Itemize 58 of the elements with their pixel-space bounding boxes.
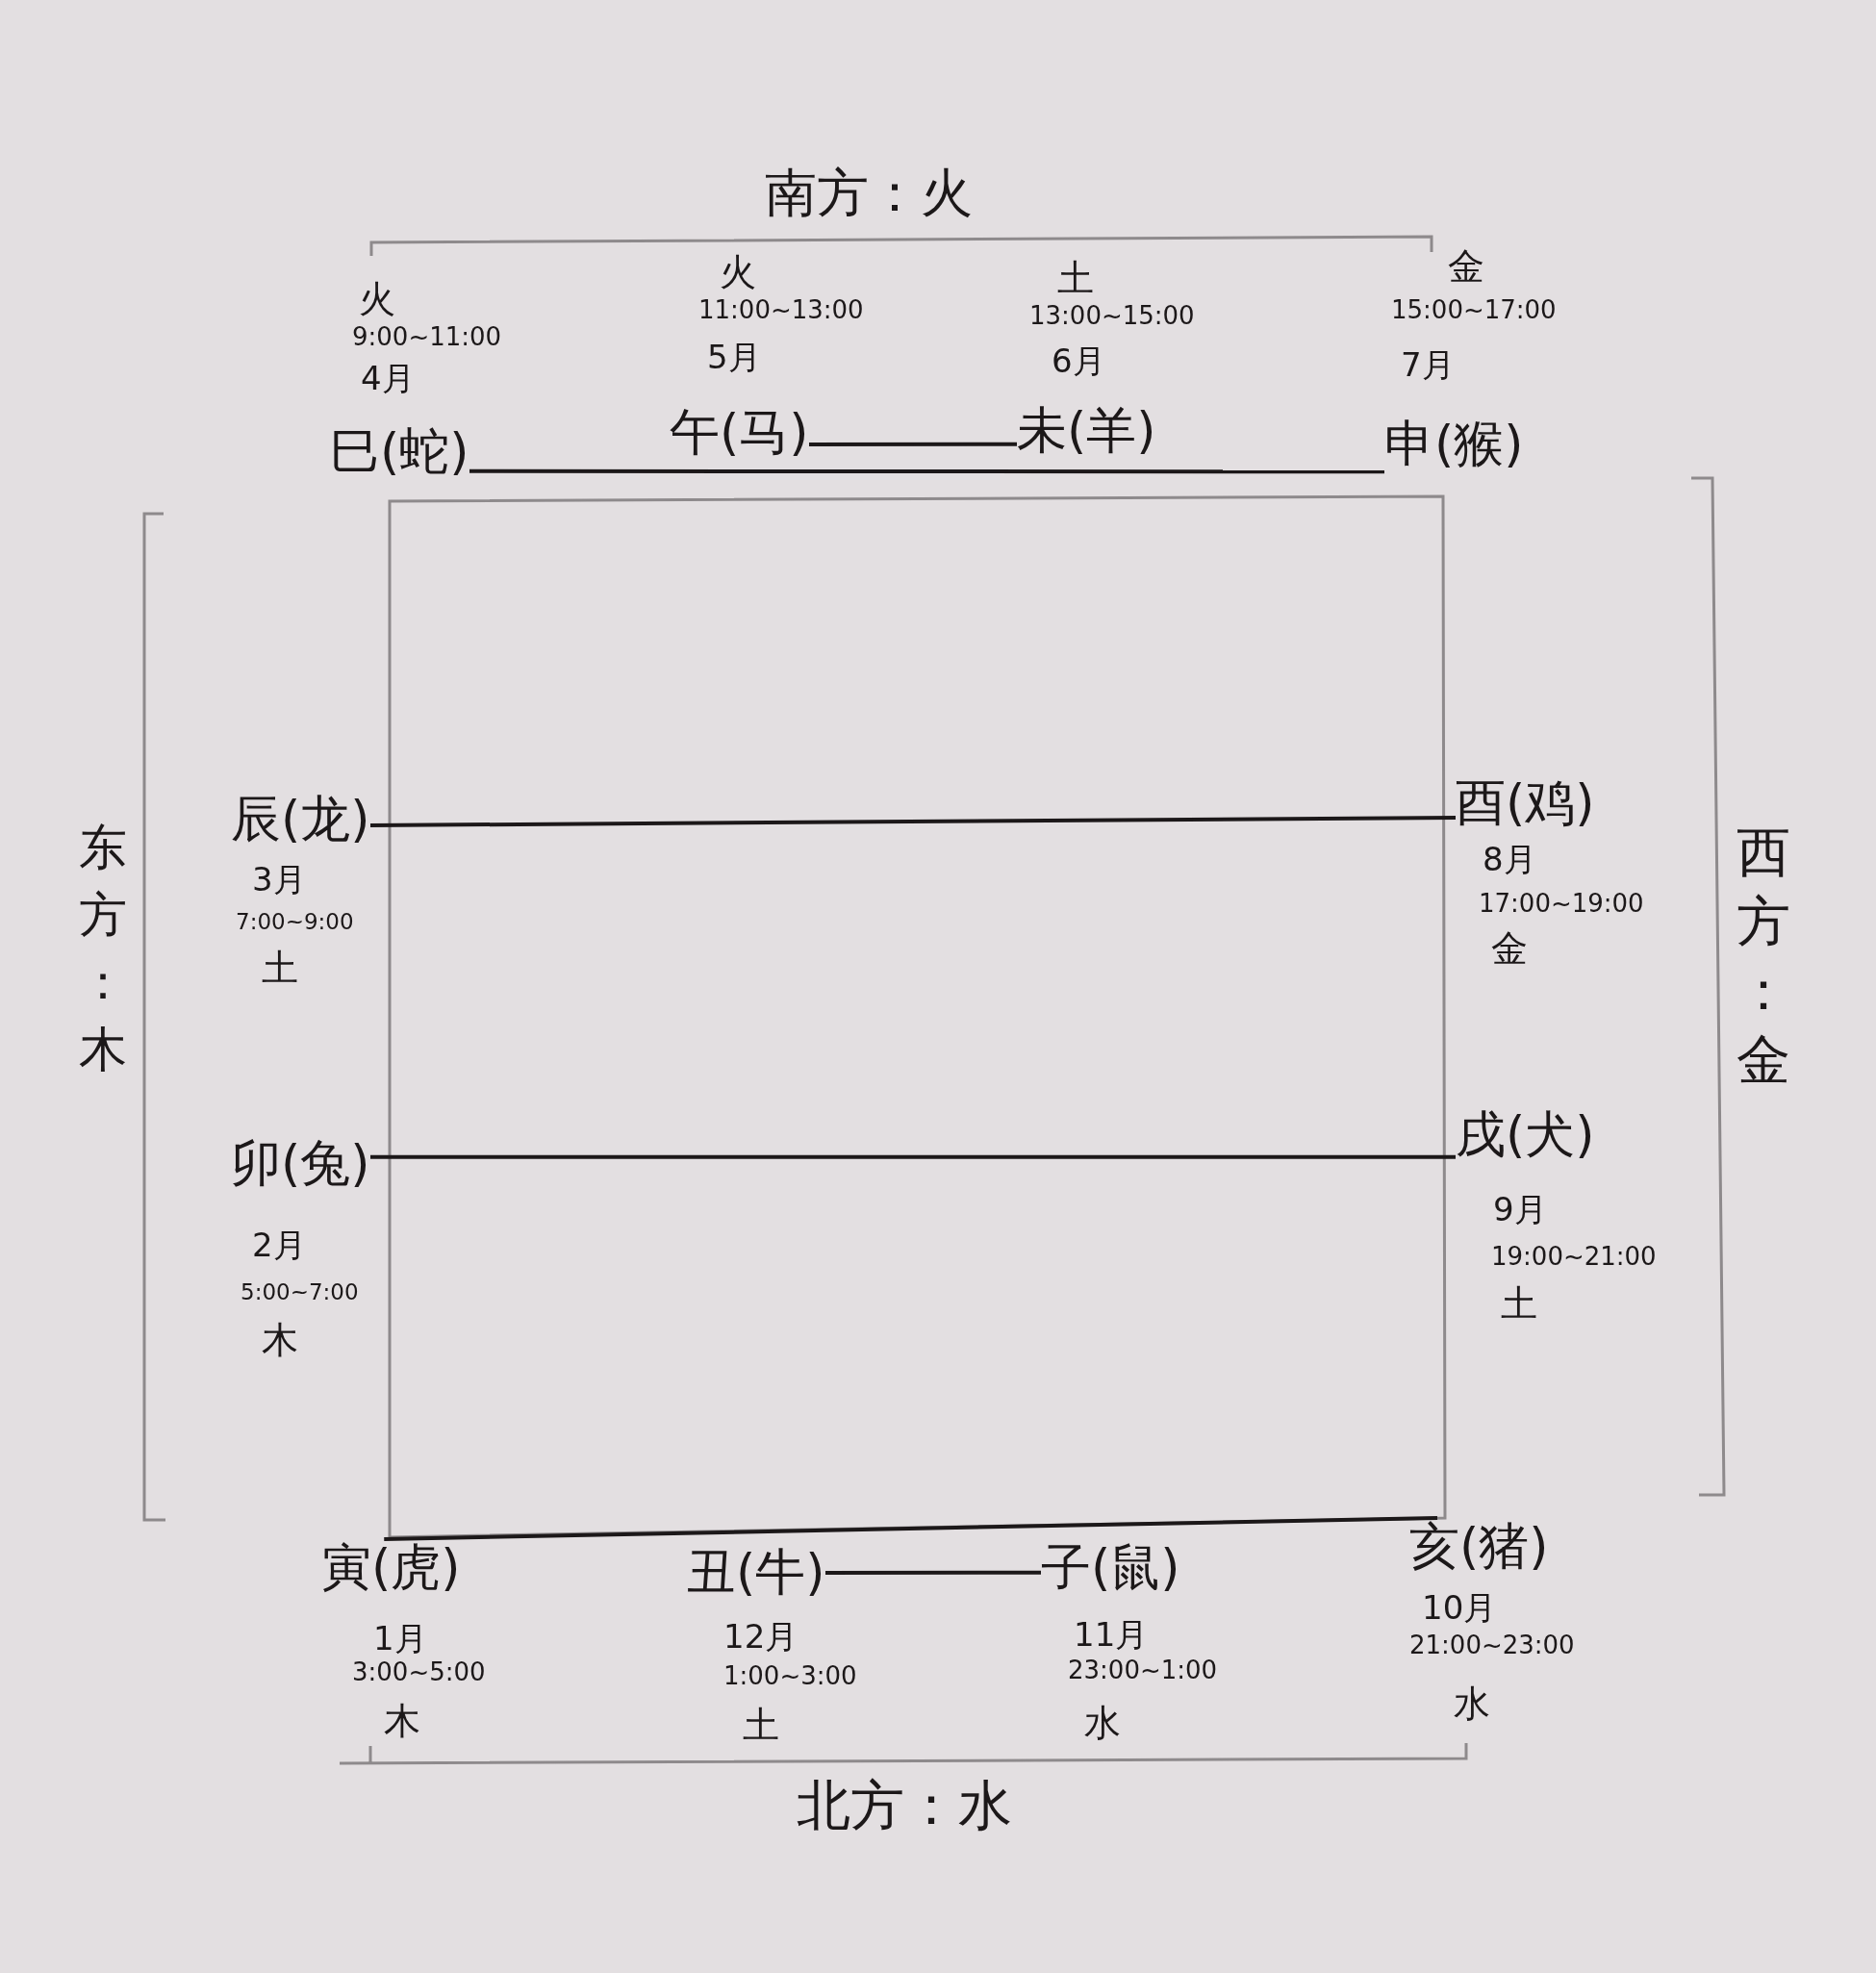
element-label: 土 [262, 948, 298, 990]
month-label: 1月 [373, 1620, 427, 1658]
branch-label: 辰(龙) [231, 791, 370, 848]
month-label: 3月 [252, 861, 306, 899]
hour-range-label: 17:00~19:00 [1479, 890, 1644, 919]
hour-range-label: 19:00~21:00 [1491, 1243, 1657, 1272]
month-label: 10月 [1422, 1589, 1497, 1628]
branch-label: 丑(牛) [686, 1544, 825, 1602]
branch-label: 戌(犬) [1456, 1106, 1595, 1164]
hour-range-label: 23:00~1:00 [1068, 1657, 1218, 1685]
hour-range-label: 21:00~23:00 [1409, 1632, 1575, 1660]
element-label: 火 [720, 252, 756, 294]
connector-line [370, 816, 1456, 827]
month-label: 11月 [1074, 1616, 1149, 1655]
branch-label: 卯(兔) [231, 1135, 370, 1193]
branch-label: 子(鼠) [1041, 1539, 1180, 1597]
element-label: 金 [1491, 928, 1528, 971]
element-label: 土 [1501, 1283, 1537, 1326]
branch-label: 亥(猪) [1409, 1518, 1549, 1576]
branch-label: 午(马) [670, 404, 809, 462]
element-label: 水 [1084, 1703, 1121, 1745]
element-label: 木 [384, 1701, 420, 1743]
hour-range-label: 7:00~9:00 [236, 909, 354, 935]
direction-label: 西方：金 [1737, 820, 1790, 1093]
hour-range-label: 13:00~15:00 [1029, 302, 1195, 331]
branch-label: 未(羊) [1017, 402, 1156, 460]
month-label: 4月 [361, 360, 415, 398]
element-label: 火 [359, 279, 395, 321]
month-label: 6月 [1052, 342, 1105, 381]
month-label: 9月 [1493, 1191, 1547, 1229]
element-label: 木 [262, 1320, 298, 1362]
branch-label: 巳(蛇) [330, 423, 469, 481]
branch-label: 申(猴) [1384, 416, 1524, 473]
hour-range-label: 1:00~3:00 [723, 1662, 857, 1691]
hour-range-label: 11:00~13:00 [698, 296, 864, 325]
branch-label: 寅(虎) [321, 1539, 461, 1597]
month-label: 5月 [707, 339, 761, 377]
connector-line [809, 442, 1017, 446]
element-label: 水 [1454, 1683, 1490, 1726]
direction-label: 北方：水 [797, 1775, 1012, 1837]
month-label: 7月 [1401, 346, 1455, 385]
hour-range-label: 3:00~5:00 [352, 1658, 486, 1687]
element-label: 土 [743, 1705, 779, 1747]
hour-range-label: 9:00~11:00 [352, 323, 502, 352]
branch-label: 酉(鸡) [1456, 774, 1595, 832]
hour-range-label: 15:00~17:00 [1391, 296, 1557, 325]
connector-line [384, 1516, 1438, 1541]
month-label: 2月 [252, 1227, 306, 1265]
direction-label: 南方：火 [765, 164, 973, 224]
element-label: 土 [1057, 258, 1094, 300]
connector-line [469, 468, 1384, 474]
connector-line [370, 1154, 1456, 1159]
connector-line [825, 1570, 1041, 1575]
element-label: 金 [1448, 246, 1484, 289]
hour-range-label: 5:00~7:00 [241, 1279, 359, 1305]
month-label: 8月 [1483, 841, 1536, 879]
month-label: 12月 [723, 1618, 799, 1657]
direction-label: 东方：木 [79, 819, 127, 1079]
